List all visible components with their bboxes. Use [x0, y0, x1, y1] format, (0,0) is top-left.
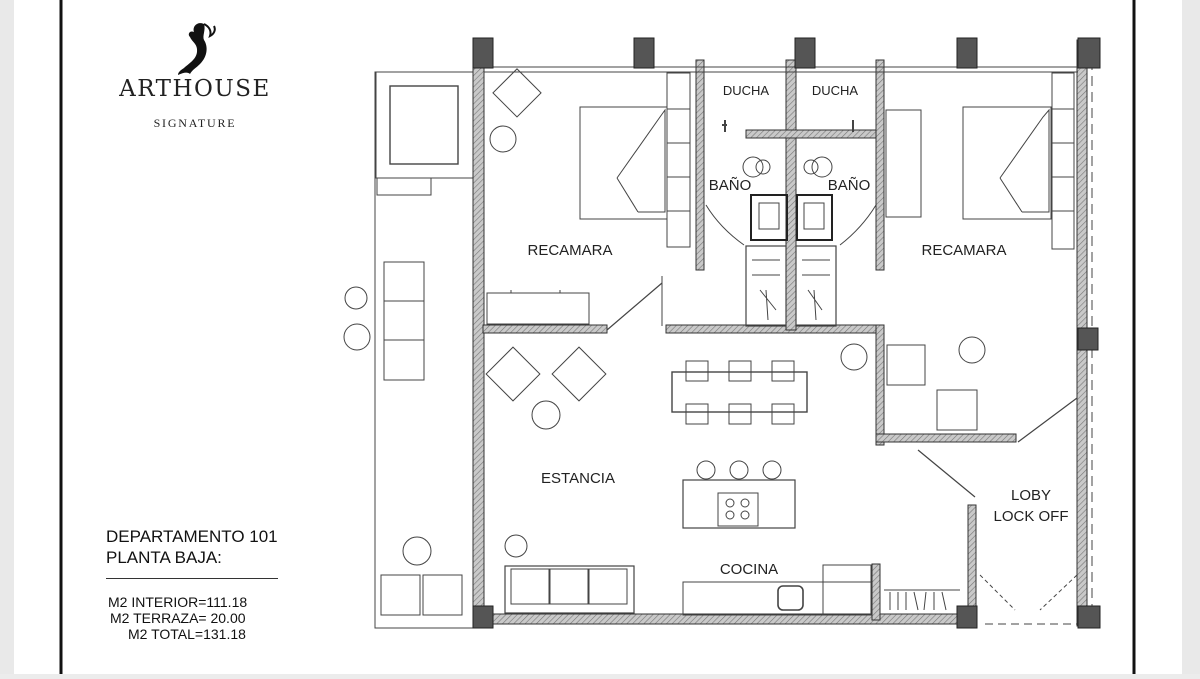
brand-block: ARTHOUSE SIGNATURE: [100, 20, 290, 131]
area-summary: M2 INTERIOR=111.18 M2 TERRAZA= 20.00 M2 …: [108, 594, 247, 642]
area-interior: M2 INTERIOR=111.18: [108, 594, 248, 610]
unit-info: DEPARTAMENTO 101 PLANTA BAJA:: [106, 526, 278, 568]
living-kitchen-furniture: [485, 343, 1078, 616]
label-ducha-right: DUCHA: [812, 83, 859, 98]
label-recamara-right: RECAMARA: [921, 242, 1006, 259]
unit-title: DEPARTAMENTO 101: [106, 527, 278, 546]
area-total: M2 TOTAL=131.18: [128, 626, 246, 642]
brand-subtitle: SIGNATURE: [153, 116, 237, 130]
unit-level: PLANTA BAJA:: [106, 548, 222, 567]
paper: [14, 0, 1182, 674]
bathrooms: [705, 120, 877, 327]
divider: [106, 578, 278, 579]
label-estancia: ESTANCIA: [541, 470, 615, 487]
columns: [472, 37, 1101, 629]
label-loby: LOBY: [1011, 487, 1051, 504]
label-recamara-left: RECAMARA: [527, 242, 612, 259]
label-cocina: COCINA: [720, 561, 778, 578]
mermaid-icon: [178, 23, 216, 75]
label-bano-right: BAÑO: [828, 177, 871, 194]
label-ducha-left: DUCHA: [723, 83, 770, 98]
room-labels: DUCHA DUCHA BAÑO BAÑO RECAMARA RECAMARA …: [527, 83, 1068, 578]
label-bano-left: BAÑO: [709, 177, 752, 194]
right-bedroom-furniture: [885, 72, 1078, 498]
label-lock-off: LOCK OFF: [993, 508, 1068, 525]
brand-name: ARTHOUSE: [119, 76, 271, 102]
left-bedroom-furniture: [486, 68, 691, 331]
area-terraza: M2 TERRAZA= 20.00: [110, 610, 246, 626]
